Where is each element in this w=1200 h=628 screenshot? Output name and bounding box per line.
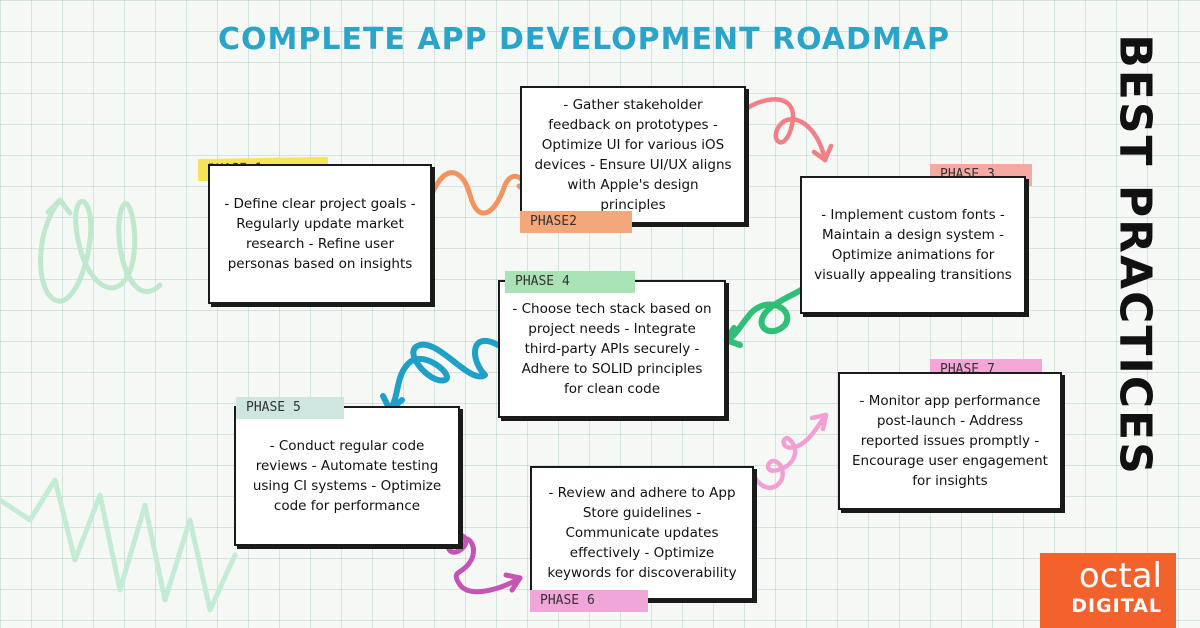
phase-3-card: - Implement custom fonts - Maintain a de… [800,176,1026,314]
phase-5-text: - Conduct regular code reviews - Automat… [252,438,442,514]
phase-6-text: - Review and adhere to App Store guideli… [547,485,737,581]
arrow-phase2-to-phase3 [735,97,834,163]
phase-5-card: - Conduct regular code reviews - Automat… [234,406,460,546]
phase-5-label: PHASE 5 [236,397,344,419]
phase-7-text: - Monitor app performance post-launch - … [852,393,1048,489]
side-title-best-practices: BEST PRACTICES [1109,34,1161,476]
background-green-loops [38,197,163,304]
arrow-phase1-to-phase2 [423,170,536,216]
phase-7-card: - Monitor app performance post-launch - … [838,372,1062,510]
phase-4-card: - Choose tech stack based on project nee… [498,280,726,418]
phase-2-text: - Gather stakeholder feedback on prototy… [534,97,732,213]
logo-wordmark-bottom: DIGITAL [1071,595,1162,617]
phase-4-label: PHASE 4 [505,271,635,293]
arrow-phase6-to-phase7 [752,412,829,490]
arrow-phase5-to-phase6 [437,512,523,595]
octal-digital-logo: octal DIGITAL [1040,553,1176,628]
page-title: COMPLETE APP DEVELOPMENT ROADMAP [218,22,950,57]
phase-6-label: PHASE 6 [530,590,648,612]
phase-6-card: - Review and adhere to App Store guideli… [530,466,754,600]
background-zigzag [0,477,238,613]
phase-1-card: - Define clear project goals - Regularly… [208,164,432,304]
arrow-phase4-to-phase5 [380,337,501,413]
phase-2-card: - Gather stakeholder feedback on prototy… [520,86,746,224]
phase-2-label: PHASE2 [520,211,632,233]
logo-wordmark-top: octal [1078,556,1162,596]
arrow-phase3-to-phase4 [723,259,825,348]
phase-3-text: - Implement custom fonts - Maintain a de… [814,207,1012,283]
phase-4-text: - Choose tech stack based on project nee… [512,301,712,397]
phase-1-text: - Define clear project goals - Regularly… [224,196,416,272]
